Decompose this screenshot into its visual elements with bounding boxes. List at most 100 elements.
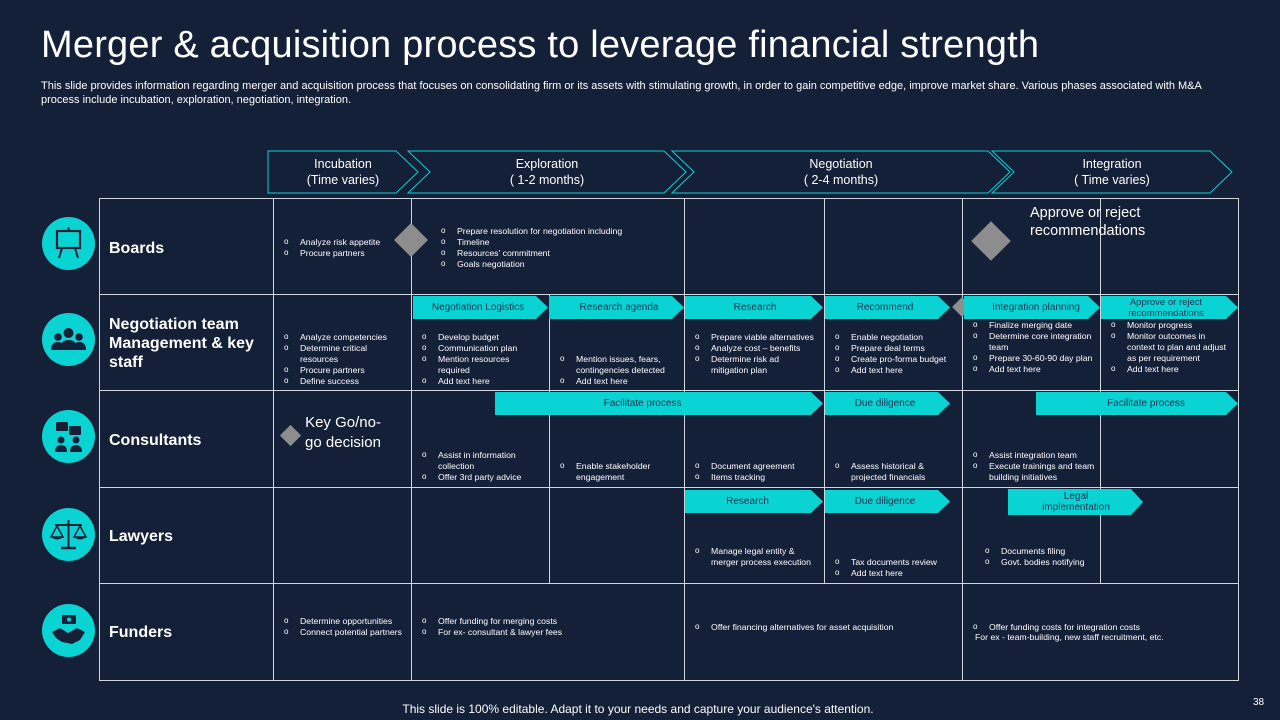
list-item: Assess historical & projected financials — [833, 460, 953, 483]
list-item: Determine risk ad mitigation plan — [693, 353, 818, 376]
phase-duration: ( 2-4 months) — [803, 173, 879, 187]
list-item-group: Assist integration teamExecute trainings… — [971, 449, 1101, 483]
grid-col-divider — [684, 198, 685, 681]
presentation-board-icon — [42, 217, 95, 270]
list-item-group: Enable stakeholder engagement — [558, 460, 683, 483]
team-group-icon — [42, 313, 95, 366]
list-item: Goals negotiation — [439, 258, 669, 270]
list-item: Prepare deal terms — [833, 342, 953, 354]
list-item-group: Prepare resolution for negotiation inclu… — [439, 225, 669, 270]
tag-integration-planning: Integration planning — [964, 296, 1100, 319]
list-item: Prepare viable alternatives — [693, 331, 818, 343]
phase-incubation: Incubation(Time varies) — [267, 150, 419, 194]
footer-text: This slide is 100% editable. Adapt it to… — [402, 702, 874, 716]
role-funders: Funders — [109, 624, 173, 641]
phase-exploration: Exploration ( 1-2 months) — [406, 150, 687, 194]
list-item-group: Tax documents reviewAdd text here — [833, 556, 953, 579]
tag-research-agenda: Research agenda — [549, 296, 684, 319]
list-item-group: Document agreementItems tracking — [693, 460, 818, 483]
list-item: Monitor progress — [1109, 319, 1234, 331]
list-item: Offer 3rd party advice — [420, 471, 545, 483]
grid-col-divider — [273, 198, 274, 681]
phase-duration: ( 1-2 months) — [509, 173, 585, 187]
list-item-group: Assist in information collectionOffer 3r… — [420, 449, 545, 483]
tag-research: Research — [685, 490, 823, 513]
list-item-group: Offer funding costs for integration cost… — [971, 621, 1236, 633]
list-item: Monitor outcomes in context to plan and … — [1109, 330, 1234, 364]
list-item-group: Analyze risk appetiteProcure partners — [282, 236, 402, 259]
grid-col-divider — [824, 198, 825, 583]
grid-row-divider — [99, 487, 1239, 488]
list-item-group: Develop budgetCommunication planMention … — [420, 331, 540, 387]
grid-col-divider — [411, 198, 412, 681]
list-item-group: Documents filingGovt. bodies notifying — [971, 545, 1108, 568]
list-item: Enable stakeholder engagement — [558, 460, 683, 483]
consultant-chat-icon — [42, 410, 95, 463]
list-item: Manage legal entity & merger process exe… — [693, 545, 818, 568]
list-item: Add text here — [558, 375, 683, 387]
list-item-group: Manage legal entity & merger process exe… — [693, 545, 818, 568]
list-item: Add text here — [833, 364, 953, 376]
tag-due-diligence: Due diligence — [825, 490, 950, 513]
list-item: Add text here — [420, 375, 540, 387]
grid-row-divider — [99, 294, 1239, 295]
list-item: Govt. bodies notifying — [983, 556, 1108, 568]
grid-col-divider — [549, 294, 550, 583]
list-item: Prepare 30-60-90 day plan — [971, 352, 1096, 364]
list-item: Create pro-forma budget — [833, 353, 953, 365]
list-item-group: Finalize merging dateDetermine core inte… — [971, 319, 1096, 375]
list-item-group: Mention issues, fears, contingencies det… — [558, 353, 683, 387]
list-item: Add text here — [971, 363, 1096, 375]
tag-facilitate-process: Facilitate process — [1036, 392, 1238, 415]
phase-duration: (Time varies) — [306, 173, 380, 187]
list-item: Documents filing — [983, 545, 1108, 557]
list-item: Document agreement — [693, 460, 818, 472]
list-item: Execute trainings and team building init… — [971, 460, 1101, 483]
handshake-money-icon — [42, 604, 95, 657]
list-item: Define success — [282, 375, 407, 387]
phase-name: Integration — [1082, 157, 1142, 171]
grid-col-divider — [962, 198, 963, 681]
list-item: Offer financing alternatives for asset a… — [693, 621, 958, 633]
list-item: Offer funding costs for integration cost… — [971, 621, 1236, 633]
grid-col-divider — [1100, 198, 1101, 583]
slide-title: Merger & acquisition process to leverage… — [41, 24, 1040, 66]
list-item: Determine core integration team — [971, 330, 1096, 353]
phase-name: Exploration — [515, 157, 579, 171]
role-consultants: Consultants — [109, 432, 202, 449]
footer-note: This slide is 100% editable. Adapt it to… — [0, 702, 1280, 716]
grid-row-divider — [99, 390, 1239, 391]
list-item-group: Determine opportunitiesConnect potential… — [282, 615, 407, 638]
list-item-group: Monitor progressMonitor outcomes in cont… — [1109, 319, 1234, 375]
list-item: Procure partners — [282, 364, 407, 376]
tag-approve-or-reject: Approve or reject recommendations — [1101, 296, 1238, 319]
process-grid — [99, 198, 1239, 681]
approve-reject-note: Approve or reject recommendations — [1030, 205, 1146, 239]
list-item: Assist integration team — [971, 449, 1101, 461]
funders-integration-note: For ex - team-building, new staff recrui… — [975, 632, 1164, 642]
list-item: Determine critical resources — [282, 342, 407, 365]
phase-duration: ( Time varies) — [1074, 173, 1150, 187]
role-lawyers: Lawyers — [109, 528, 174, 545]
list-item-group: Enable negotiationPrepare deal termsCrea… — [833, 331, 953, 376]
list-item-group: Offer financing alternatives for asset a… — [693, 621, 958, 633]
list-item-group: Analyze competenciesDetermine critical r… — [282, 331, 407, 387]
list-item: Timeline — [439, 236, 669, 248]
grid-row-divider — [99, 583, 1239, 584]
tag-negotiation-logistics: Negotiation Logistics — [413, 296, 548, 319]
tag-due-diligence: Due diligence — [825, 392, 950, 415]
list-item: Add text here — [1109, 363, 1234, 375]
tag-facilitate-process: Facilitate process — [495, 392, 823, 415]
list-item-group: Assess historical & projected financials — [833, 460, 953, 483]
list-item: Assist in information collection — [420, 449, 545, 472]
list-item: Tax documents review — [833, 556, 953, 568]
list-item: Finalize merging date — [971, 319, 1096, 331]
scales-of-justice-icon — [42, 508, 95, 561]
tag-recommend: Recommend — [825, 296, 950, 319]
key-decision-note: Key Go/no-go decision — [305, 414, 381, 451]
list-item: Add text here — [833, 567, 953, 579]
list-item: Analyze cost – benefits — [693, 342, 818, 354]
list-item: Resources' commitment — [439, 247, 669, 259]
list-item: Enable negotiation — [833, 331, 953, 343]
list-item: Communication plan — [420, 342, 540, 354]
